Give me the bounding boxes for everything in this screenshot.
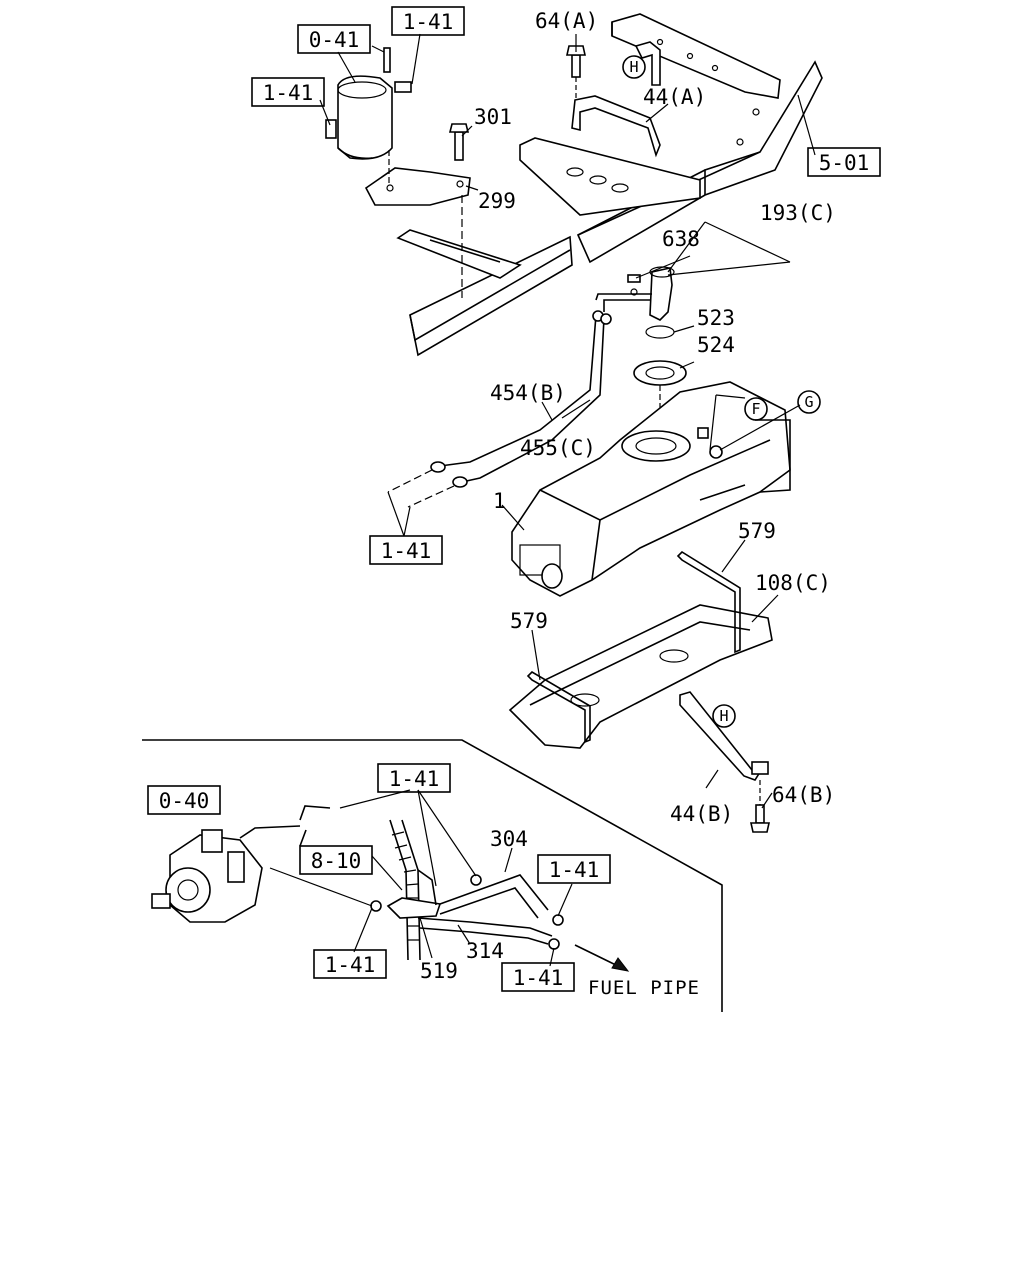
- label-524: 524: [697, 333, 735, 357]
- label-304: 304: [490, 827, 528, 851]
- label-301: 301: [474, 105, 512, 129]
- label-1: 1: [493, 489, 506, 513]
- circle-ref-h-bottom: H: [719, 707, 728, 725]
- label-579-right: 579: [738, 519, 776, 543]
- label-638: 638: [662, 227, 700, 251]
- label-64a: 64(A): [535, 9, 598, 33]
- circle-ref-h-top: H: [629, 58, 638, 76]
- ref-box-1-41-tank: 1-41: [381, 539, 432, 563]
- label-299: 299: [478, 189, 516, 213]
- label-44a: 44(A): [643, 85, 706, 109]
- fuel-sender-unit: [595, 266, 687, 440]
- tank-strap-a: [566, 41, 661, 158]
- fuel-tank: [511, 381, 791, 597]
- ref-box-1-41-right: 1-41: [549, 858, 600, 882]
- circled-references: H F G H: [622, 55, 821, 728]
- circle-ref-f: F: [751, 400, 760, 418]
- label-64b: 64(B): [772, 783, 835, 807]
- fuel-filter: [325, 47, 471, 298]
- chassis-frame: [396, 13, 823, 357]
- ref-box-1-41-top: 1-41: [403, 10, 454, 34]
- ref-box-0-40: 0-40: [159, 789, 210, 813]
- circle-ref-g: G: [804, 393, 813, 411]
- label-314: 314: [466, 939, 504, 963]
- boxed-reference-labels: 0-41 1-41 1-41 5-01 1-41 0-40 1-41 8-10 …: [147, 6, 881, 992]
- section-divider: [142, 739, 723, 1012]
- ref-box-1-41-left: 1-41: [263, 81, 314, 105]
- label-108c: 108(C): [755, 571, 831, 595]
- label-193c: 193(C): [760, 201, 836, 225]
- fuel-pipe-annotation: FUEL PIPE: [588, 977, 700, 999]
- label-523: 523: [697, 306, 735, 330]
- fuel-lines: [387, 310, 612, 508]
- label-579-left: 579: [510, 609, 548, 633]
- ref-box-8-10: 8-10: [311, 849, 362, 873]
- label-44b: 44(B): [670, 802, 733, 826]
- ref-box-1-41-mid: 1-41: [389, 767, 440, 791]
- label-519: 519: [420, 959, 458, 983]
- label-455c: 455(C): [520, 436, 596, 460]
- label-454b: 454(B): [490, 381, 566, 405]
- ref-box-1-41-bottom-right: 1-41: [513, 966, 564, 990]
- ref-box-0-41: 0-41: [309, 28, 360, 52]
- ref-box-5-01: 5-01: [819, 151, 870, 175]
- injection-pump: [151, 805, 331, 923]
- tank-tray: [508, 550, 773, 833]
- bottom-fuel-lines: [370, 819, 630, 972]
- part-number-labels: 64(A) 44(A) 301 299 193(C) 638 523 524 4…: [420, 9, 836, 983]
- leader-lines: [269, 33, 816, 967]
- ref-box-1-41-bottom-left: 1-41: [325, 953, 376, 977]
